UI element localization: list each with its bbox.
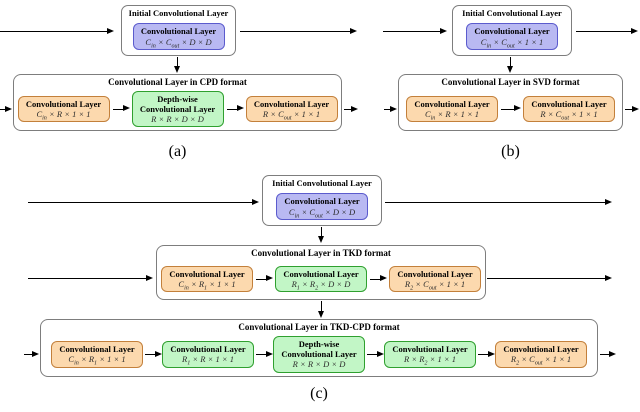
layer-row: Convolutional Layer Cin × R1 × 1 × 1 Con… bbox=[157, 259, 485, 299]
conv-layer-box: Convolutional Layer Cin × R × 1 × 1 bbox=[17, 95, 110, 123]
initial-conv-container-c: Initial Convolutional Layer Convolutiona… bbox=[262, 175, 382, 226]
layer-formula: R × Cout × 1 × 1 bbox=[540, 108, 598, 122]
arrow-right-icon bbox=[256, 350, 273, 357]
initial-conv-container-b: Initial Convolutional Layer Convolutiona… bbox=[452, 5, 572, 56]
layer-formula: Cin × Cout × D × D bbox=[288, 206, 356, 220]
layer-name: Convolutional Layer bbox=[253, 98, 330, 109]
arrow-right-icon bbox=[367, 350, 384, 357]
arrow-down-icon bbox=[506, 57, 513, 73]
container-title: Initial Convolutional Layer bbox=[272, 178, 372, 188]
layer-row: Convolutional Layer Cin × Cout × D × D bbox=[263, 189, 381, 225]
arrow-right-icon bbox=[487, 274, 612, 281]
container-title: Convolutional Layer in SVD format bbox=[441, 77, 580, 87]
arrow-down-icon bbox=[317, 227, 324, 243]
arrow-right-icon bbox=[344, 105, 358, 112]
arrow-right-icon bbox=[501, 105, 521, 112]
conv-layer-box-initial-a: Convolutional Layer Cin × Cout × D × D bbox=[132, 23, 225, 51]
arrow-down-icon bbox=[317, 301, 324, 318]
arrow-right-icon bbox=[385, 198, 612, 205]
layer-formula: Cin × R1 × 1 × 1 bbox=[68, 354, 126, 367]
arrow-right-icon bbox=[383, 27, 447, 34]
arrow-right-icon bbox=[478, 350, 495, 357]
layer-formula: R × R × D × D bbox=[292, 359, 346, 370]
layer-formula: Cin × R × 1 × 1 bbox=[36, 108, 91, 122]
layer-formula: Cin × Cout × D × D bbox=[145, 36, 212, 50]
layer-name: Convolutional Layer bbox=[503, 344, 579, 355]
layer-name: Convolutional Layer bbox=[392, 344, 468, 355]
arrow-right-icon bbox=[24, 350, 39, 357]
container-title: Initial Convolutional Layer bbox=[462, 8, 562, 18]
arrow-right-icon bbox=[576, 27, 638, 34]
cpd-format-container: Convolutional Layer in CPD format Convol… bbox=[13, 74, 342, 131]
layer-name: Convolutional Layer bbox=[284, 196, 360, 207]
conv-layer-box: Convolutional Layer R1 × R2 × D × D bbox=[275, 265, 367, 293]
layer-formula: Cin × R1 × 1 × 1 bbox=[178, 278, 236, 292]
layer-name: Convolutional Layer bbox=[25, 98, 102, 109]
container-title: Convolutional Layer in CPD format bbox=[108, 77, 247, 87]
layer-formula: R2 × Cout × 1 × 1 bbox=[510, 354, 572, 367]
layer-name: Convolutional Layer bbox=[283, 268, 359, 279]
container-title: Convolutional Layer in TKD format bbox=[251, 248, 391, 258]
layer-row: Convolutional Layer Cin × R × 1 × 1 Conv… bbox=[399, 88, 622, 130]
conv-layer-box-initial-c: Convolutional Layer Cin × Cout × D × D bbox=[276, 193, 368, 221]
conv-layer-box: Convolutional Layer R × Cout × 1 × 1 bbox=[245, 95, 338, 123]
subfigure-caption-b: (b) bbox=[501, 143, 520, 160]
arrow-right-icon bbox=[28, 274, 153, 281]
layer-row: Convolutional Layer Cin × Cout × D × D bbox=[122, 19, 235, 55]
layer-formula: R × R2 × 1 × 1 bbox=[404, 354, 456, 367]
layer-name: Convolutional Layer bbox=[414, 98, 490, 109]
layer-formula: Cin × Cout × 1 × 1 bbox=[480, 36, 544, 50]
conv-layer-box: Convolutional Layer Cin × R1 × 1 × 1 bbox=[161, 265, 253, 293]
conv-layer-box: Convolutional Layer R1 × R × 1 × 1 bbox=[162, 341, 254, 368]
layer-name: Convolutional Layer bbox=[531, 98, 607, 109]
layer-formula: R1 × R × 1 × 1 bbox=[182, 354, 234, 367]
arrow-right-icon bbox=[256, 275, 273, 282]
layer-name: Convolutional Layer bbox=[169, 268, 245, 279]
conv-layer-box-initial-b: Convolutional Layer Cin × Cout × 1 × 1 bbox=[466, 23, 558, 51]
layer-row: Convolutional Layer Cin × R1 × 1 × 1 Con… bbox=[41, 333, 597, 376]
layer-name: Convolutional Layer bbox=[59, 344, 135, 355]
arrow-right-icon bbox=[28, 198, 259, 205]
tkd-format-container: Convolutional Layer in TKD format Convol… bbox=[156, 245, 486, 300]
arrow-right-icon bbox=[625, 105, 639, 112]
svd-format-container: Convolutional Layer in SVD format Convol… bbox=[398, 74, 623, 131]
conv-layer-box: Convolutional Layer Cin × R1 × 1 × 1 bbox=[51, 341, 143, 368]
conv-layer-box: Convolutional Layer R2 × Cout × 1 × 1 bbox=[389, 265, 481, 293]
container-title: Initial Convolutional Layer bbox=[128, 8, 229, 18]
layer-name: Convolutional Layer bbox=[140, 26, 217, 37]
conv-layer-box: Convolutional Layer Cin × R × 1 × 1 bbox=[406, 95, 498, 123]
arrow-right-icon bbox=[112, 105, 130, 112]
layer-name: Convolutional Layer bbox=[397, 268, 473, 279]
layer-name: Convolutional Layer bbox=[474, 26, 550, 37]
container-title: Convolutional Layer in TKD-CPD format bbox=[238, 322, 400, 332]
arrow-right-icon bbox=[370, 275, 387, 282]
arrow-down-icon bbox=[173, 57, 180, 73]
conv-layer-box: Convolutional Layer R × Cout × 1 × 1 bbox=[523, 95, 615, 123]
arrow-right-icon bbox=[0, 27, 114, 34]
layer-formula: Cin × R × 1 × 1 bbox=[424, 108, 480, 122]
arrow-right-icon bbox=[145, 350, 162, 357]
arrow-right-icon bbox=[600, 350, 616, 357]
layer-formula: R1 × R2 × D × D bbox=[291, 278, 351, 292]
layer-row: Convolutional Layer Cin × Cout × 1 × 1 bbox=[453, 19, 571, 55]
layer-formula: R × R × D × D bbox=[151, 113, 204, 124]
tkdcpd-format-container: Convolutional Layer in TKD-CPD format Co… bbox=[40, 319, 598, 377]
conv-layer-box: Convolutional Layer R2 × Cout × 1 × 1 bbox=[495, 341, 587, 368]
layer-name: Convolutional Layer bbox=[170, 344, 246, 355]
arrow-right-icon bbox=[0, 105, 12, 112]
conv-layer-box: Convolutional Layer R × R2 × 1 × 1 bbox=[384, 341, 476, 368]
arrow-right-icon bbox=[240, 27, 357, 34]
arrow-right-icon bbox=[226, 105, 244, 112]
layer-formula: R2 × Cout × 1 × 1 bbox=[404, 278, 466, 292]
initial-conv-container-a: Initial Convolutional Layer Convolutiona… bbox=[121, 5, 236, 56]
arrow-right-icon bbox=[384, 105, 397, 112]
subfigure-caption-c: (c) bbox=[310, 385, 328, 402]
layer-formula: R × Cout × 1 × 1 bbox=[262, 108, 321, 122]
layer-row: Convolutional Layer Cin × R × 1 × 1 Dept… bbox=[14, 88, 341, 130]
subfigure-caption-a: (a) bbox=[168, 143, 187, 160]
